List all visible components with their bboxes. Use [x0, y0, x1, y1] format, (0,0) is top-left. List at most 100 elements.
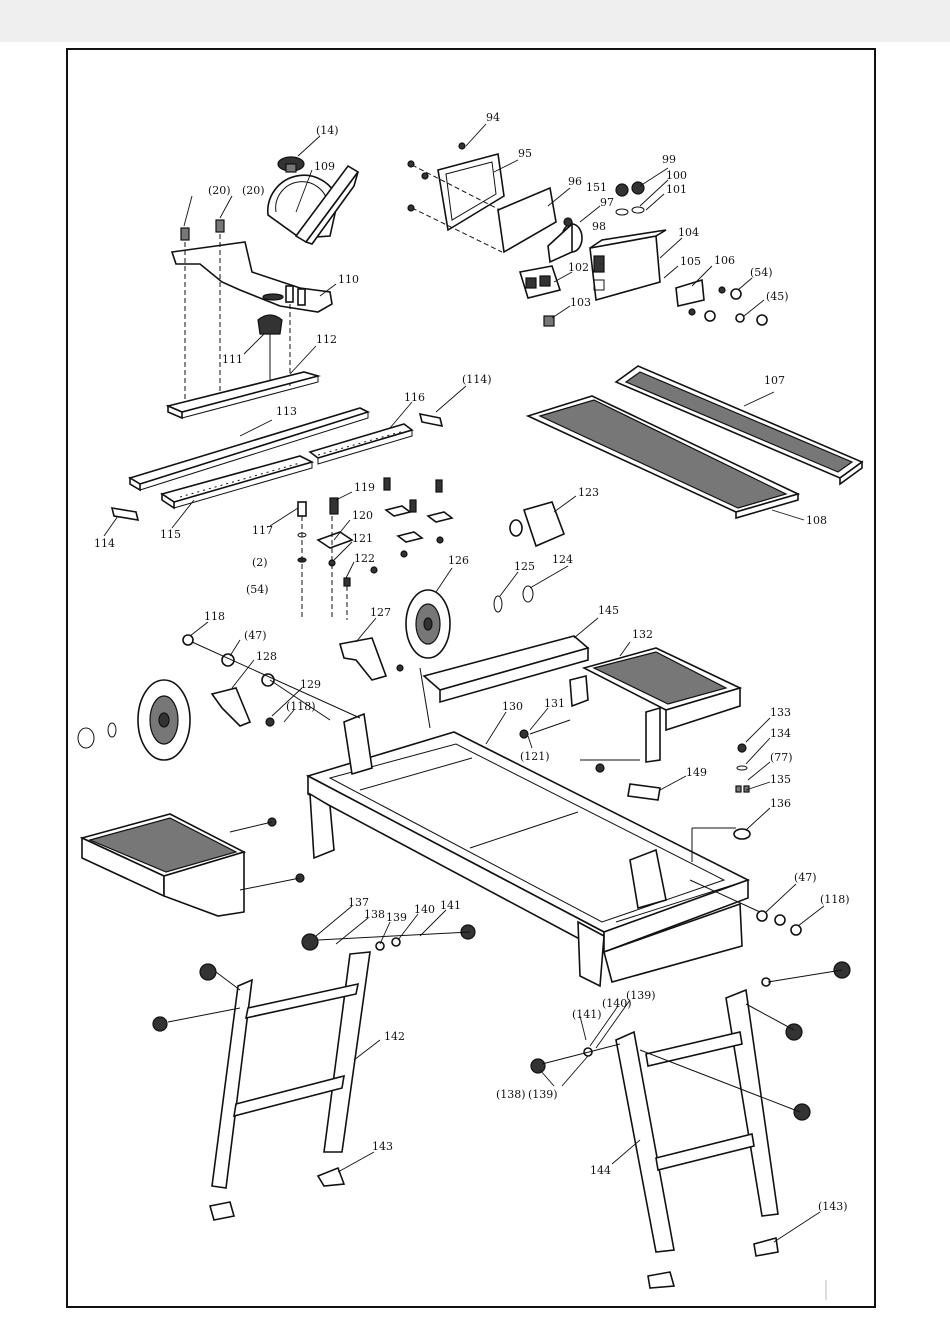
label-117: 117: [252, 524, 273, 537]
label-139p-a: (139): [528, 1088, 558, 1101]
label-2p: (2): [252, 556, 268, 569]
label-144: 144: [590, 1164, 611, 1177]
foot-143b: [208, 1201, 236, 1221]
label-130: 130: [502, 700, 523, 713]
gasket-96: [497, 186, 557, 254]
leader-lines: [103, 123, 825, 1243]
bracket-123: [522, 501, 566, 548]
label-139: 139: [386, 911, 407, 924]
label-120: 120: [352, 509, 373, 522]
label-131: 131: [544, 697, 565, 710]
label-118p-b: (118): [820, 893, 850, 906]
label-110: 110: [338, 273, 359, 286]
pivot-pin: [297, 288, 306, 306]
label-112: 112: [316, 333, 337, 346]
label-47p-b: (47): [794, 871, 817, 884]
label-122: 122: [354, 552, 375, 565]
guide-rails-group: [110, 407, 444, 521]
foot-143c: [753, 1236, 779, 1257]
label-116: 116: [404, 391, 425, 404]
label-151: 151: [586, 181, 607, 194]
foot-143: [316, 1166, 346, 1187]
label-97: 97: [600, 196, 614, 209]
label-109: 109: [314, 160, 335, 173]
label-96: 96: [568, 175, 582, 188]
bracket-127: [338, 637, 388, 681]
wheel-assemblies: [77, 501, 566, 761]
label-127: 127: [370, 606, 391, 619]
leg-stands: [152, 924, 851, 1289]
label-111: 111: [222, 353, 243, 366]
label-141p: (141): [572, 1008, 602, 1021]
label-101: 101: [666, 183, 687, 196]
top-strip: [0, 0, 950, 42]
label-121p: (121): [520, 750, 550, 763]
label-47p-a: (47): [244, 629, 267, 642]
cover-plate-95: [437, 152, 505, 232]
label-138p: (138): [496, 1088, 526, 1101]
bracket-129: [210, 687, 252, 727]
label-140: 140: [414, 903, 435, 916]
label-54p-b: (54): [750, 266, 773, 279]
label-134: 134: [770, 727, 791, 740]
drawing-frame: [66, 48, 876, 1308]
label-103: 103: [570, 296, 591, 309]
handle-knob: [257, 314, 283, 335]
label-129: 129: [300, 678, 321, 691]
label-14p: (14): [316, 124, 339, 137]
label-95: 95: [518, 147, 532, 160]
main-frame-group: [79, 635, 802, 988]
label-114p: (114): [462, 373, 492, 386]
label-114: 114: [94, 537, 115, 550]
label-140p: (140): [602, 997, 632, 1010]
label-100: 100: [666, 169, 687, 182]
label-149: 149: [686, 766, 707, 779]
label-138: 138: [364, 908, 385, 921]
label-118: 118: [204, 610, 225, 623]
label-124: 124: [552, 553, 573, 566]
label-20p-b: (20): [242, 184, 265, 197]
label-142: 142: [384, 1030, 405, 1043]
pivot-pin: [285, 285, 294, 303]
label-137: 137: [348, 896, 369, 909]
label-94: 94: [486, 111, 500, 124]
switch-box-group: [407, 142, 768, 327]
label-135: 135: [770, 773, 791, 786]
label-143p: (143): [818, 1200, 848, 1213]
small-fasteners: [297, 477, 454, 620]
label-118p-a: (118): [286, 700, 316, 713]
extension-tables: [525, 365, 864, 520]
label-108: 108: [806, 514, 827, 527]
screw: [180, 227, 190, 241]
label-136: 136: [770, 797, 791, 810]
foot-143d: [647, 1271, 676, 1289]
label-plate-149: [627, 783, 661, 801]
label-145: 145: [598, 604, 619, 617]
strain-relief-103: [543, 315, 555, 327]
label-133: 133: [770, 706, 791, 719]
label-143: 143: [372, 1140, 393, 1153]
label-107: 107: [764, 374, 785, 387]
label-102: 102: [568, 261, 589, 274]
assembly-lines: [167, 641, 843, 1113]
label-115: 115: [160, 528, 181, 541]
label-132: 132: [632, 628, 653, 641]
label-128: 128: [256, 650, 277, 663]
label-113: 113: [276, 405, 297, 418]
part-labels: 94 95 96 97 98 99 100 101 102 103 104 10…: [94, 111, 850, 1213]
screw: [215, 219, 225, 233]
leg-stand-144: [615, 1030, 675, 1253]
label-45p: (45): [766, 290, 789, 303]
knob-stem: [285, 163, 297, 173]
end-cap-114b: [418, 412, 444, 428]
label-20p-a: (20): [208, 184, 231, 197]
label-125: 125: [514, 560, 535, 573]
label-98: 98: [592, 220, 606, 233]
label-119: 119: [354, 481, 375, 494]
mitre-base-plate: [170, 241, 333, 313]
label-99: 99: [662, 153, 676, 166]
label-106: 106: [714, 254, 735, 267]
mitre-guide-group: [165, 156, 360, 420]
end-cap-114: [110, 507, 140, 521]
label-139p-b: (139): [626, 989, 656, 1002]
